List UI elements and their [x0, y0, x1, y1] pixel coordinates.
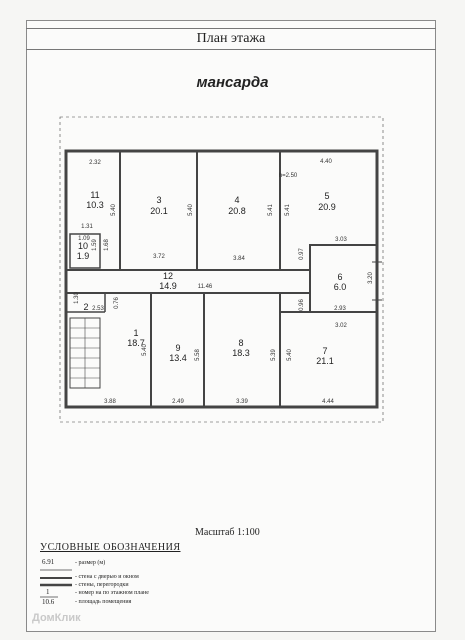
room-number: 5	[324, 191, 329, 201]
room-area: 14.9	[159, 281, 177, 291]
room-area: 13.4	[169, 353, 187, 363]
dimension: 2.93	[334, 306, 346, 312]
legend-item: - размер (м)	[75, 560, 106, 566]
dimension: 0.97	[299, 248, 305, 260]
room-number: 1	[133, 328, 138, 338]
dimension: 0.96	[299, 299, 305, 311]
dimension: 0.76	[114, 297, 120, 309]
legend-item: - номер на по этажном плане	[75, 590, 149, 596]
legend-item: - стены, перегородки	[75, 582, 129, 588]
room-number: 11	[90, 190, 99, 200]
room-number: 6	[337, 272, 342, 282]
drawing-sheet	[26, 20, 436, 632]
dimension: 11.46	[198, 284, 213, 290]
dimension: 3.39	[236, 399, 248, 405]
legend-item: - стена с дверью и окном	[75, 574, 139, 580]
dimension: 1.30	[74, 292, 80, 304]
legend-symbol: 10.6	[42, 598, 55, 606]
dimension: 5.40	[188, 204, 194, 216]
dimension: 5.41	[268, 204, 274, 216]
room-number: 4	[234, 195, 239, 205]
dimension: 1.09	[78, 236, 90, 242]
outer-wall	[64, 149, 379, 409]
room-area: 18.7	[127, 338, 145, 348]
room-number: 3	[156, 195, 161, 205]
room-area: 10.3	[86, 200, 104, 210]
dimension: 3.88	[104, 399, 116, 405]
legend-item: - площадь помещения	[75, 599, 132, 605]
dimension: 4.40	[320, 159, 332, 165]
dimension: 1.31	[81, 224, 93, 230]
room-area: 20.1	[150, 206, 168, 216]
room-number: 9	[175, 343, 180, 353]
dimension: 5.40	[287, 349, 293, 361]
dimension: 5.41	[285, 204, 291, 216]
scale-label: Масштаб 1:100	[195, 527, 260, 538]
page-title: План этажа	[196, 31, 266, 46]
dimension: 2.49	[172, 399, 184, 405]
room-number: 10	[78, 241, 88, 251]
legend-symbol: 6.91	[42, 558, 55, 566]
dimension: 2.53	[92, 306, 104, 312]
dimension: 5.39	[271, 349, 277, 361]
dimension: 5.58	[195, 349, 201, 361]
room-number: 8	[238, 338, 243, 348]
dimension: 3.02	[335, 323, 347, 329]
watermark-logo: ДомКлик	[32, 612, 81, 624]
roof-outline	[59, 116, 384, 423]
dimension: 3.72	[153, 254, 165, 260]
room-number: 7	[322, 346, 327, 356]
dimension: 2.32	[89, 160, 101, 166]
room-area: 6.0	[334, 282, 347, 292]
room-area: 18.3	[232, 348, 250, 358]
dimension: 5.40	[142, 344, 148, 356]
dimension: 1.68	[104, 239, 110, 251]
legend-title: УСЛОВНЫЕ ОБОЗНАЧЕНИЯ	[40, 542, 181, 553]
room-number: 12	[163, 271, 173, 281]
dimension: 3.20	[368, 272, 374, 284]
title-band: План этажа	[26, 28, 436, 50]
dimension: 4.44	[322, 399, 334, 405]
room-area: 1.9	[77, 251, 90, 261]
dimension: 3.03	[335, 237, 347, 243]
room-area: 20.8	[228, 206, 246, 216]
ceiling-height: h=2.50	[279, 173, 298, 179]
room-number: 2	[83, 302, 88, 312]
legend-symbol: 1	[46, 588, 50, 596]
room-area: 21.1	[316, 356, 334, 366]
room-area: 20.9	[318, 202, 336, 212]
dimension: 1.59	[92, 239, 98, 251]
dimension: 3.84	[233, 256, 245, 262]
floor-name: мансарда	[196, 74, 269, 91]
dimension: 5.40	[111, 204, 117, 216]
